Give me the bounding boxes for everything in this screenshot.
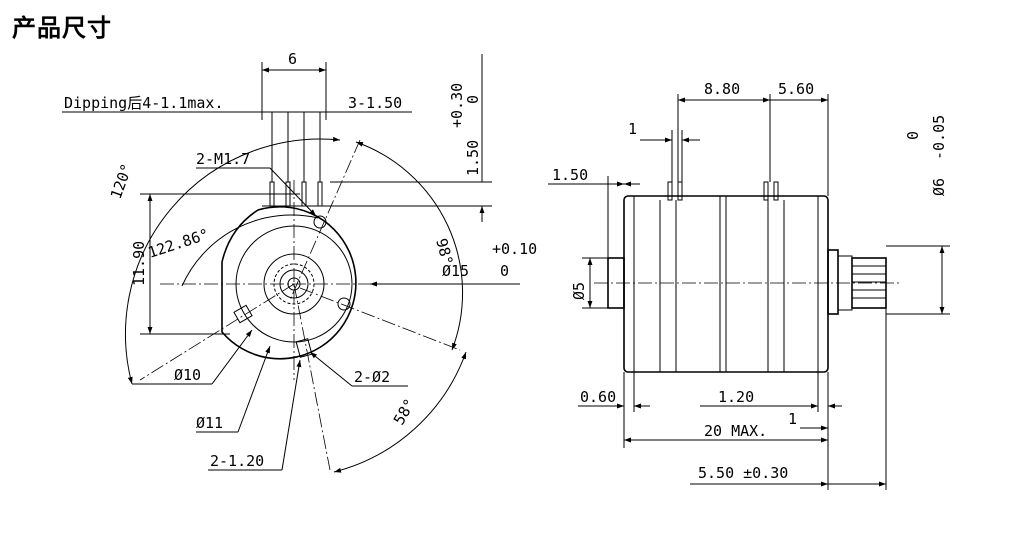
page-title: 产品尺寸 <box>12 14 112 42</box>
dim-body-tol-lower: 0 <box>500 262 509 280</box>
dim-20-max: 20 MAX. <box>704 422 767 440</box>
dim-120: 1.20 <box>718 388 754 406</box>
dim-angle-120: 120° <box>107 161 136 201</box>
dim-060: 0.60 <box>580 388 616 406</box>
dim-d5: Ø5 <box>570 282 588 300</box>
dim-pin-pitch: 3-1.50 <box>348 94 402 112</box>
dim-shaft-tol-upper: 0 <box>904 131 922 140</box>
side-pin-2 <box>677 181 683 201</box>
dim-550: 5.50 ±0.30 <box>698 464 788 482</box>
dim-shaft-tol-lower: -0.05 <box>930 115 948 160</box>
dim-pin-length: 1.50 <box>464 140 482 176</box>
dim-880: 8.80 <box>704 80 740 98</box>
dim-560: 5.60 <box>778 80 814 98</box>
dim-pin-tol-upper: +0.30 <box>448 83 466 128</box>
side-pin-1 <box>667 181 673 201</box>
dim-slot: 2-1.20 <box>210 452 264 470</box>
right-hub <box>827 249 839 315</box>
dim-angle-58: 58° <box>390 396 419 428</box>
dim-pin-tol-lower: 0 <box>464 95 482 104</box>
dipping-note: Dipping后4-1.1max. <box>64 94 224 112</box>
dim-hole-d2: 2-Ø2 <box>354 368 390 386</box>
dim-d11: Ø11 <box>196 414 223 432</box>
side-pin-4 <box>773 181 779 201</box>
side-view: 8.80 5.60 1 1.50 Ø5 0 -0.05 Ø6 0 <box>548 80 950 490</box>
dim-1-top: 1 <box>628 120 637 138</box>
dim-body-tol-upper: +0.10 <box>492 240 537 258</box>
dim-1-bottom: 1 <box>788 410 797 428</box>
dim-shaft-dia: Ø6 <box>930 178 948 196</box>
dim-6: 6 <box>288 50 297 68</box>
dim-d10: Ø10 <box>174 366 201 384</box>
motor-body-outline <box>221 205 357 360</box>
side-pin-3 <box>763 181 769 201</box>
dim-body-diameter: Ø15 <box>442 262 469 280</box>
front-view: 6 Dipping后4-1.1max. 3-1.50 2-M1.7 +0.30 … <box>62 50 537 473</box>
dim-150: 1.50 <box>552 166 588 184</box>
